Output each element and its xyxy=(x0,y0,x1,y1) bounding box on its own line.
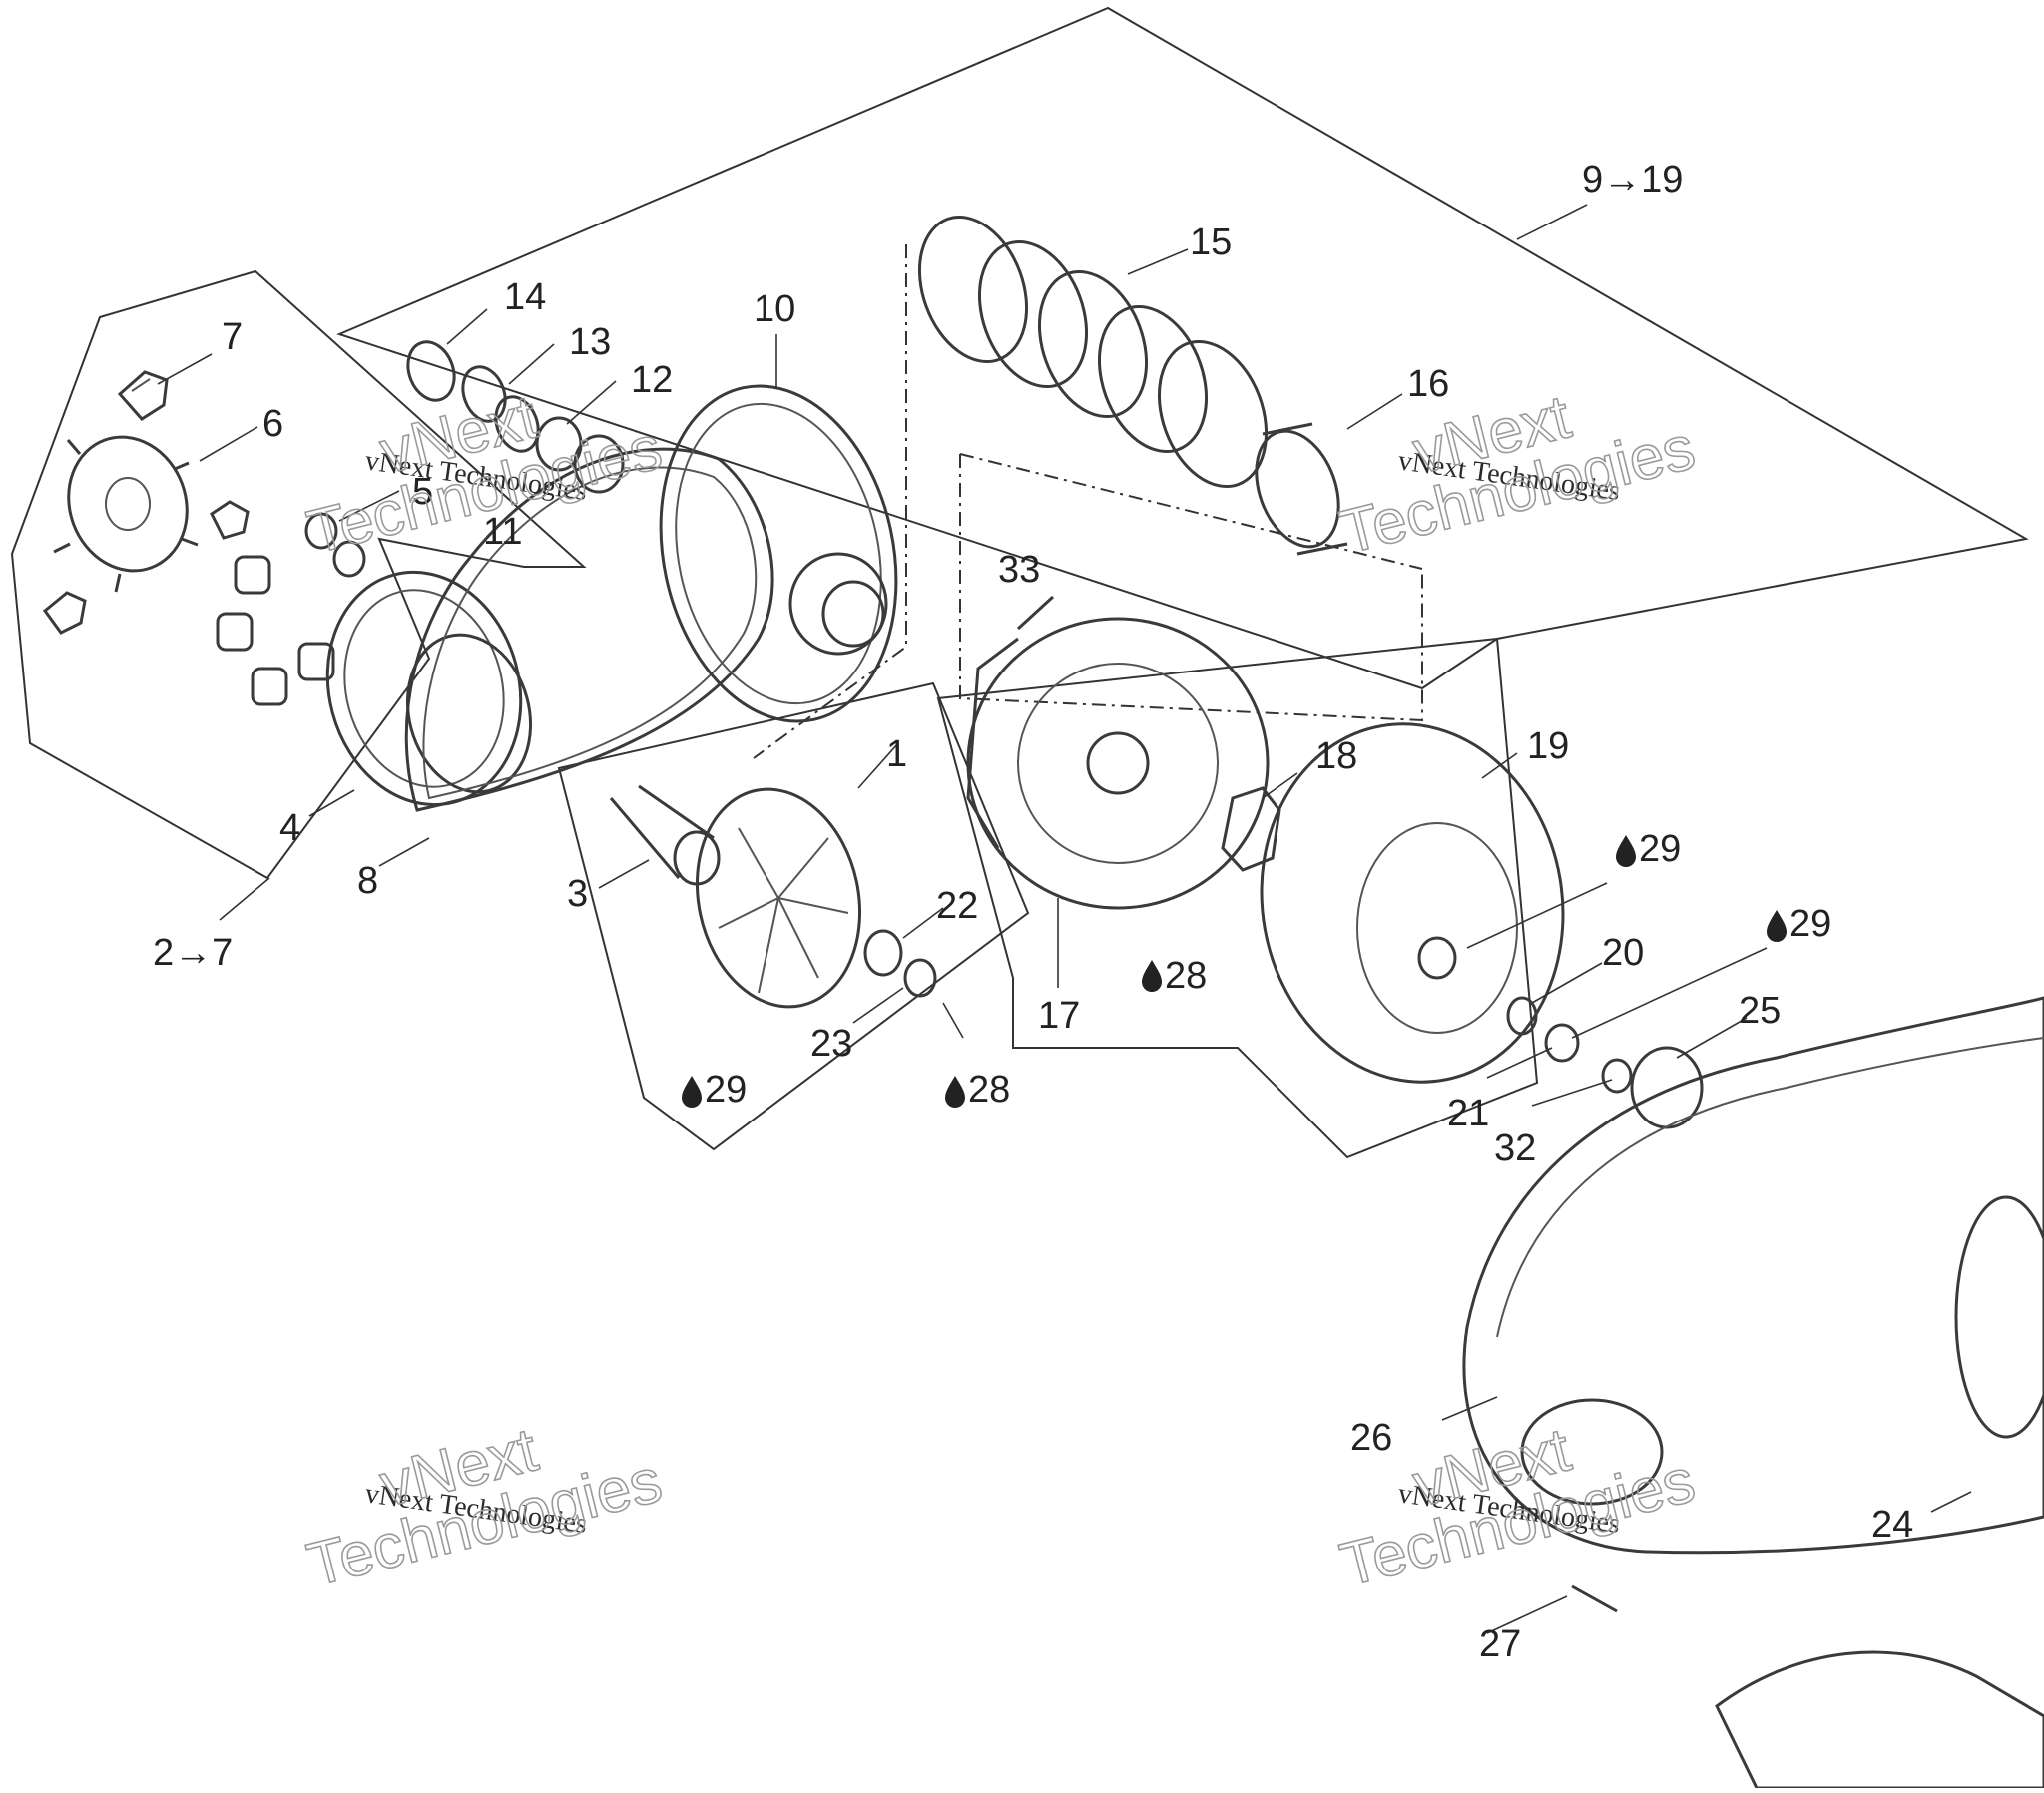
part-11-bearing xyxy=(573,434,625,494)
watermark-top-right-outline: vNext Technologies xyxy=(1333,382,1702,569)
label-25: 25 xyxy=(1739,990,1781,1032)
label-2-7: 2→7 xyxy=(153,932,233,974)
label-3: 3 xyxy=(567,873,588,915)
part-20-washer xyxy=(1506,996,1538,1036)
group-box-2-7 xyxy=(10,269,587,880)
label-18: 18 xyxy=(1315,735,1357,777)
watermark-top-left-outline: vNext Technologies xyxy=(300,382,669,569)
group-box-9-19 xyxy=(336,6,2029,690)
label-10: 10 xyxy=(754,288,795,330)
part-23-nut xyxy=(903,958,937,998)
label-6: 6 xyxy=(262,403,283,445)
label-33: 33 xyxy=(998,549,1040,591)
label-29-a: 29 xyxy=(1639,828,1681,870)
label-15: 15 xyxy=(1190,222,1232,263)
group-box-1 xyxy=(557,681,1030,1151)
group-box-17 xyxy=(936,637,1539,1159)
label-16: 16 xyxy=(1407,363,1449,405)
label-21: 21 xyxy=(1447,1093,1489,1134)
oil-drop-icon xyxy=(1767,910,1787,942)
label-12: 12 xyxy=(631,359,673,401)
label-27: 27 xyxy=(1479,1623,1521,1665)
label-29-c: 29 xyxy=(705,1069,747,1111)
part-22-washer xyxy=(863,929,903,977)
part-5-rollers xyxy=(216,512,366,706)
dash-line-clutch-top xyxy=(959,453,1423,570)
label-28-a: 28 xyxy=(1165,955,1207,997)
label-11: 11 xyxy=(483,511,522,553)
part-15-spring xyxy=(917,215,1269,489)
label-5: 5 xyxy=(412,471,433,513)
part-6-slider xyxy=(210,500,250,540)
part-1-fan-pulley xyxy=(695,787,862,1009)
watermark-bottom-left-outline: vNext Technologies xyxy=(300,1415,669,1601)
label-24: 24 xyxy=(1871,1504,1913,1546)
label-26: 26 xyxy=(1350,1417,1392,1459)
leader-lines xyxy=(157,204,1972,1634)
label-13: 13 xyxy=(569,321,611,363)
part-17-clutch xyxy=(966,617,1270,910)
label-17: 17 xyxy=(1038,995,1080,1037)
label-9-19: 9→19 xyxy=(1582,159,1683,201)
part-7-slider-lower xyxy=(42,591,87,635)
oil-drop-icon xyxy=(1142,960,1162,992)
label-29-b: 29 xyxy=(1789,903,1831,945)
part-33-pin xyxy=(1016,595,1055,631)
oil-drop-icon xyxy=(682,1076,702,1108)
part-6-ramp-plate xyxy=(53,435,199,593)
label-20: 20 xyxy=(1602,932,1644,974)
part-27-bolt xyxy=(1571,1584,1618,1613)
part-16-collar xyxy=(1255,422,1348,556)
part-13-sleeve xyxy=(461,365,540,453)
part-10-driven-pulley xyxy=(659,384,898,723)
label-22: 22 xyxy=(936,885,978,927)
label-32: 32 xyxy=(1494,1127,1536,1169)
part-21-nut xyxy=(1544,1023,1580,1063)
part-14-seal xyxy=(406,340,456,402)
part-19-clutch-bell xyxy=(1260,722,1565,1084)
label-14: 14 xyxy=(504,276,546,318)
part-3-sleeve xyxy=(609,784,721,886)
part-18-nut xyxy=(1221,786,1281,872)
dash-box-clutch xyxy=(959,454,1423,722)
label-28-b: 28 xyxy=(968,1069,1010,1111)
label-23: 23 xyxy=(810,1023,852,1065)
label-1: 1 xyxy=(886,733,907,775)
label-4: 4 xyxy=(279,807,300,849)
part-8-drive-belt xyxy=(404,447,774,812)
oil-drop-icon xyxy=(1616,835,1636,867)
part-7-slider xyxy=(117,370,169,421)
part-exhaust xyxy=(1715,1650,2044,1790)
label-19: 19 xyxy=(1527,725,1569,767)
label-7: 7 xyxy=(222,316,243,358)
oil-drop-icon xyxy=(945,1076,965,1108)
part-32-spacer xyxy=(1601,1058,1633,1094)
label-8: 8 xyxy=(357,860,378,902)
